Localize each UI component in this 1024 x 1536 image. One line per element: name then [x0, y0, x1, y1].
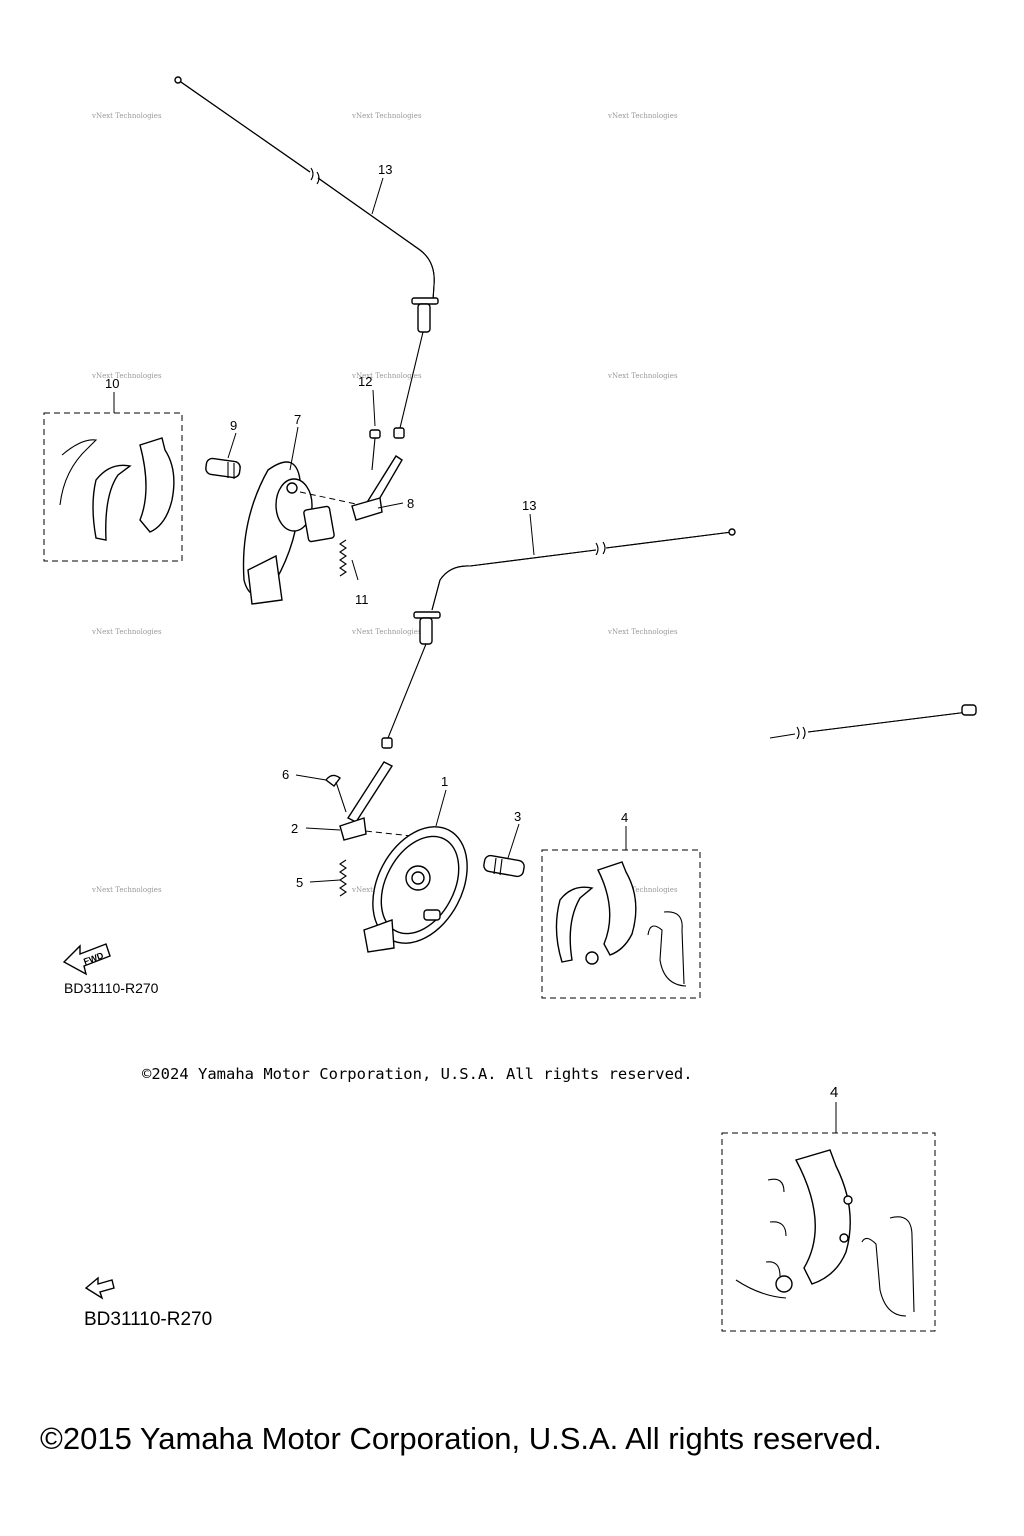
brake-panel-upper — [242, 461, 335, 605]
forward-direction-arrow-partial — [84, 1276, 115, 1300]
watermark-text: vNext Technologies — [351, 112, 422, 120]
watermark-text: vNext Technologies — [91, 112, 162, 120]
brake-shoe-kit-lower — [541, 849, 701, 999]
callout-5: 5 — [296, 875, 303, 890]
brake-cable-upper — [174, 76, 439, 439]
watermark-text: vNext Technologies — [351, 628, 422, 636]
callout-leaders — [113, 177, 837, 1133]
callout-1: 1 — [441, 774, 448, 789]
watermark-text: vNext Technologies — [91, 628, 162, 636]
watermark-text: vNext Technologies — [607, 628, 678, 636]
callout-4-detail: 4 — [830, 1084, 838, 1101]
brake-panel-lower — [363, 826, 468, 953]
diagram-code: BD31110-R270 — [64, 980, 159, 996]
callout-7: 7 — [294, 412, 301, 427]
watermark-text: vNext Technologies — [91, 886, 162, 894]
callout-6: 6 — [282, 767, 289, 782]
brake-shoe-kit-detail — [721, 1132, 936, 1332]
watermark-text: vNext Technologies — [351, 372, 422, 380]
brake-shoe-kit-upper — [43, 412, 183, 562]
callout-12: 12 — [358, 374, 372, 389]
bolt-and-lever-upper — [351, 429, 403, 521]
callout-13-upper: 13 — [378, 162, 392, 177]
copyright-notice-2024: ©2024 Yamaha Motor Corporation, U.S.A. A… — [142, 1065, 693, 1083]
callout-4: 4 — [621, 810, 628, 825]
forward-direction-arrow: FWD — [62, 943, 111, 976]
callout-10: 10 — [105, 376, 119, 391]
callout-9: 9 — [230, 418, 237, 433]
callout-8: 8 — [407, 496, 414, 511]
watermark-text: vNext Technologies — [607, 886, 678, 894]
brake-camshaft-upper — [205, 457, 241, 479]
return-spring-upper — [339, 539, 347, 577]
copyright-notice-2015: ©2015 Yamaha Motor Corporation, U.S.A. A… — [40, 1421, 882, 1456]
callout-2: 2 — [291, 821, 298, 836]
watermark-text: vNext Technologies — [607, 372, 678, 380]
watermark-text: vNext Technologies — [91, 372, 162, 380]
watermark-text: vNext Technologies — [607, 112, 678, 120]
callout-13-lower: 13 — [522, 498, 536, 513]
cable-fragment-right — [769, 704, 977, 740]
callout-11: 11 — [355, 592, 369, 607]
callout-numbers: 13 10 12 9 7 8 13 11 6 1 2 3 4 5 4 — [105, 162, 838, 1101]
diagram-code-large: BD31110-R270 — [84, 1309, 212, 1330]
brake-camshaft-lower — [483, 854, 525, 878]
brake-cable-lower — [381, 528, 736, 749]
bolt-and-lever-lower — [325, 761, 394, 841]
return-spring-lower — [339, 859, 347, 897]
callout-3: 3 — [514, 809, 521, 824]
